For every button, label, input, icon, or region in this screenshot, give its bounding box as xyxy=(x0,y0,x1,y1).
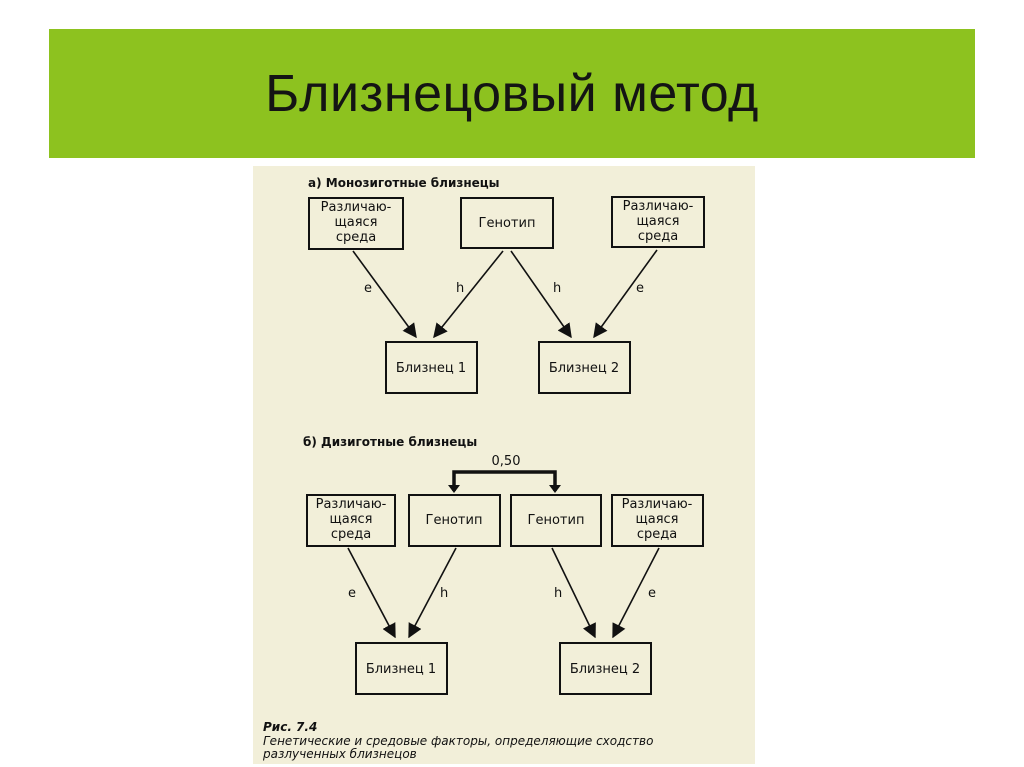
genotype-box-a xyxy=(460,197,554,249)
arrow-env-twin1-b xyxy=(347,547,396,639)
env-b-right-line1: Различаю- xyxy=(622,497,693,512)
genotype-box-b-left xyxy=(408,494,501,547)
env-b-left-line2: щаяся xyxy=(330,512,373,527)
diagram-figure: а) Монозиготные близнецы Различаю- щаяся… xyxy=(253,166,755,764)
correlation-bracket xyxy=(452,470,557,491)
slide-title: Близнецовый метод xyxy=(265,64,759,123)
twin1-box-a xyxy=(385,341,478,394)
env-a-left-line1: Различаю- xyxy=(321,200,392,215)
caption-line2: разлученных близнецов xyxy=(262,747,417,761)
twin1-box-b xyxy=(355,642,448,695)
label-h-b-right: h xyxy=(554,586,562,601)
genotype-b-left-label: Генотип xyxy=(426,513,483,528)
correlation-arrowhead-left xyxy=(448,485,460,493)
twin2-box-a xyxy=(538,341,631,394)
twin1-b-label: Близнец 1 xyxy=(366,662,436,677)
label-h-a-left: h xyxy=(456,281,464,296)
label-e-b-right: e xyxy=(648,586,656,601)
diagram-svg: а) Монозиготные близнецы Различаю- щаяся… xyxy=(262,176,705,761)
env-box-b-right xyxy=(611,494,704,547)
arrow-genotype-twin2-b xyxy=(551,547,596,639)
title-bar: Близнецовый метод xyxy=(49,29,975,158)
env-a-right-line1: Различаю- xyxy=(623,199,694,214)
correlation-label: 0,50 xyxy=(492,454,521,469)
twin2-b-label: Близнец 2 xyxy=(570,662,640,677)
section-b-heading: б) Дизиготные близнецы xyxy=(303,435,477,449)
caption-title: Рис. 7.4 xyxy=(263,720,317,734)
correlation-arrowhead-right xyxy=(549,485,561,493)
twin1-a-label: Близнец 1 xyxy=(396,361,466,376)
arrow-genotype-twin2-a xyxy=(510,250,572,339)
env-b-left-line3: среда xyxy=(331,527,371,542)
section-a-heading: а) Монозиготные близнецы xyxy=(308,176,500,190)
label-e-b-left: e xyxy=(348,586,356,601)
env-box-a-left xyxy=(308,197,404,250)
env-box-b-left xyxy=(306,494,396,547)
genotype-box-b-right xyxy=(510,494,602,547)
arrow-genotype-twin1-a xyxy=(433,250,504,339)
env-b-right-line3: среда xyxy=(637,527,677,542)
genotype-a-label: Генотип xyxy=(479,216,536,231)
twin2-a-label: Близнец 2 xyxy=(549,361,619,376)
env-b-left-line1: Различаю- xyxy=(316,497,387,512)
arrow-env-twin2-b xyxy=(612,547,660,639)
genotype-b-right-label: Генотип xyxy=(528,513,585,528)
label-h-a-right: h xyxy=(553,281,561,296)
env-a-right-line2: щаяся xyxy=(637,214,680,229)
twin2-box-b xyxy=(559,642,652,695)
env-b-right-line2: щаяся xyxy=(636,512,679,527)
arrow-genotype-twin1-b xyxy=(408,547,457,639)
label-e-a-left: e xyxy=(364,281,372,296)
env-box-a-right xyxy=(611,196,705,248)
caption-line1: Генетические и средовые факторы, определ… xyxy=(263,734,653,748)
env-a-left-line2: щаяся xyxy=(335,215,378,230)
env-a-right-line3: среда xyxy=(638,229,678,244)
env-a-left-line3: среда xyxy=(336,230,376,245)
label-e-a-right: e xyxy=(636,281,644,296)
label-h-b-left: h xyxy=(440,586,448,601)
arrow-env-twin1-a xyxy=(352,250,417,339)
arrow-env-twin2-a xyxy=(593,249,658,339)
